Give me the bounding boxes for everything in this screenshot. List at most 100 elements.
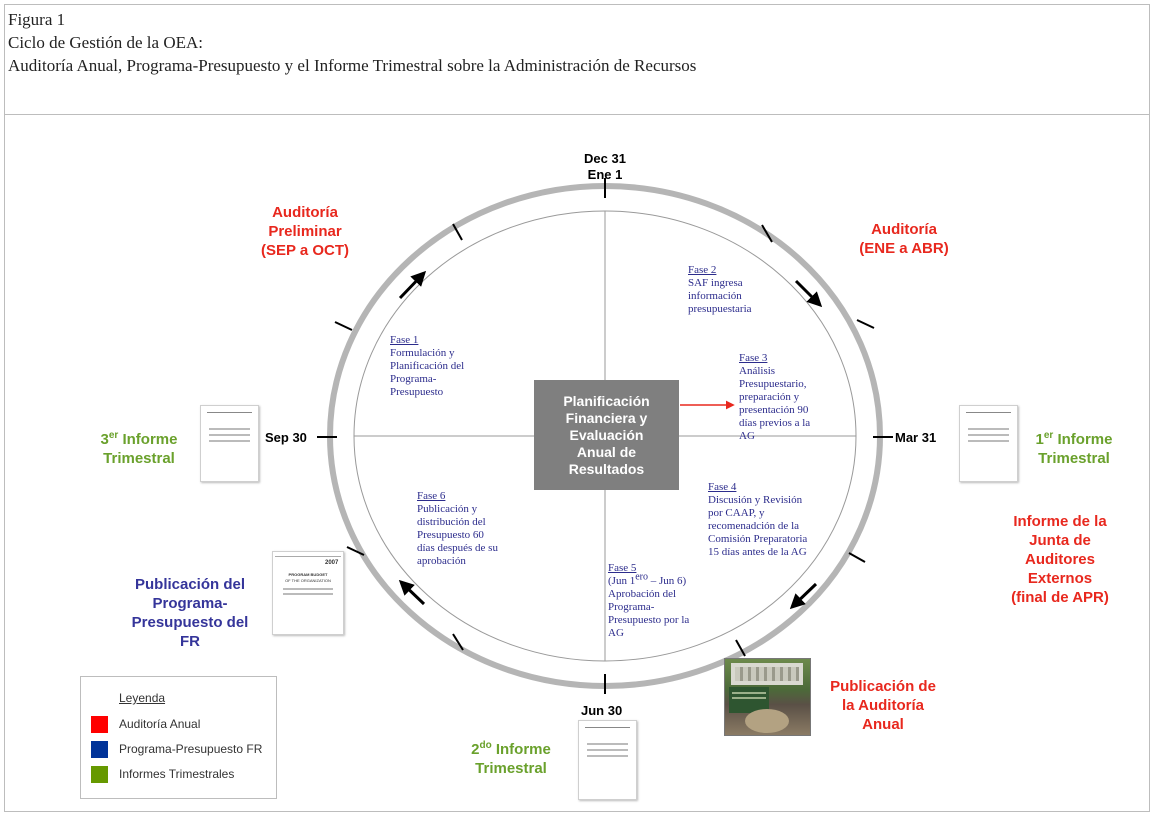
inf1-l1: Informe [1053,431,1113,448]
inf3-sup: er [108,430,119,441]
junta-l1: Informe de la [1013,513,1107,530]
inf1-num: 1 [1035,431,1044,448]
fase-5: Fase 5 (Jun 1ero – Jun 6) Aprobación del… [608,562,689,640]
fase-3-line: Análisis [739,365,776,377]
fase-4-line: Comisión Preparatoria [708,533,808,545]
pub-aud-l1: Publicación de [830,678,936,695]
fase-3-line: preparación y [739,391,800,403]
fase-4-line: 15 días antes de la AG [708,546,807,558]
fase-1-title: Fase 1 [390,334,419,346]
aud-prelim-l2: Preliminar [268,223,342,240]
inf2-sup: do [479,740,492,751]
aud-prelim-l1: Auditoría [272,204,338,221]
inf2-num: 2 [471,741,480,758]
fase-5-line: Aprobación del [608,588,677,600]
fase-1-line: Programa- [390,373,437,385]
fase-6-line: distribución del [417,516,486,528]
fase-5-title: Fase 5 [608,562,637,574]
legend-item: Informes Trimestrales [91,765,234,783]
junta-l5: (final de APR) [1011,589,1109,606]
date-top-line1: Dec 31 [584,151,626,166]
fase-5-line: AG [608,627,624,639]
center-line1: Planificación [563,392,650,409]
pub-aud-l3: Anual [862,716,904,733]
fase-5-line: Presupuesto por la [608,614,690,626]
junta-l2: Junta de [1029,532,1091,549]
pub-prog-l3: Presupuesto del [131,614,249,631]
fase-5-date-start: (Jun 1 [608,575,636,587]
fase-2-line: SAF ingresa [688,277,743,289]
label-informe-3: 3er Informe Trimestral [84,430,194,468]
fase-5-date-end: – Jun 6) [647,575,687,587]
figure-frame [4,4,1150,812]
center-line5: Resultados [568,460,645,477]
figure-title-line2: Auditoría Anual, Programa-Presupuesto y … [8,56,697,75]
audit-publication-cover [724,658,811,736]
fase-1-line: Formulación y [390,347,455,359]
label-informe-1: 1er Informe Trimestral [1024,430,1124,468]
aud-prelim-l3: (SEP a OCT) [260,242,350,259]
fase-3: Fase 3 Análisis Presupuestario, preparac… [739,352,810,443]
arrow-top-right [794,279,823,308]
date-jun30: Jun 30 [581,703,623,718]
label-auditoria-ene-abr: Auditoría (ENE a ABR) [849,220,959,258]
junta-l3: Auditores [1024,551,1095,568]
fase-3-line: días previos a la [739,417,811,429]
fase-3-title: Fase 3 [739,352,768,364]
fase-3-line: presentación 90 [739,404,809,416]
pub-aud-l2: la Auditoría [842,697,924,714]
label-auditoria-preliminar: Auditoría Preliminar (SEP a OCT) [245,203,365,260]
report-thumbnail-q2 [578,720,637,800]
arrow-bottom-left [398,579,426,606]
inf3-l1: Informe [118,431,178,448]
junta-l4: Externos [1027,570,1093,587]
inf1-sup: er [1043,430,1054,441]
legend-item: Auditoría Anual [91,715,200,733]
fase-4-line: por CAAP, y [708,507,765,519]
report-thumbnail-q3 [200,405,259,482]
fase-2-line: presupuestaria [688,303,752,315]
center-line2: Financiera y [565,409,648,426]
center-line3: Evaluación [569,426,644,443]
center-box: Planificación Financiera y Evaluación An… [534,380,679,490]
fase-3-line: AG [739,430,755,442]
fase-6-line: aprobación [417,555,466,567]
fase-1: Fase 1 Formulación y Planificación del P… [390,334,464,399]
fase-5-line: (Jun 1ero – Jun 6) [608,572,689,588]
arrow-bottom-right [789,582,818,610]
header-divider [4,114,1150,115]
legend-swatch-red [91,715,108,733]
fase-5-date-sup: ero [635,571,648,583]
inf1-l2: Trimestral [1038,450,1110,467]
fase-4-line: recomenadción de la [708,520,800,532]
aud-ene-l2: (ENE a ABR) [859,240,949,257]
label-publicacion-programa: Publicación del Programa- Presupuesto de… [120,575,260,651]
pub-prog-l2: Programa- [152,595,228,612]
inf3-l2: Trimestral [103,450,175,467]
label-junta-auditores: Informe de la Junta de Auditores Externo… [1000,512,1120,607]
fase-1-line: Presupuesto [390,386,444,398]
budget-thumb-heading2: OF THE ORGANIZATION [285,578,331,583]
budget-thumb-year: 2007 [325,560,339,566]
report-thumbnail-q1 [959,405,1018,482]
fase-6-title: Fase 6 [417,490,446,502]
label-publicacion-auditoria: Publicación de la Auditoría Anual [818,677,948,734]
legend-label: Auditoría Anual [119,717,201,731]
label-informe-2: 2do Informe Trimestral [456,740,566,778]
fase-6-line: días después de su [417,542,498,554]
fase-4: Fase 4 Discusión y Revisión por CAAP, y … [708,481,807,559]
center-line4: Anual de [576,443,637,460]
legend-item: Programa-Presupuesto FR [91,740,262,758]
fase-6-line: Presupuesto 60 [417,529,484,541]
legend-label: Programa-Presupuesto FR [119,742,263,756]
legend-swatch-green [91,765,108,783]
pub-prog-l4: FR [180,633,200,650]
date-dec-ene: Dec 31 Ene 1 [578,151,632,183]
legend-label: Informes Trimestrales [119,767,235,781]
fase-4-line: Discusión y Revisión [708,494,803,506]
fase-1-line: Planificación del [390,360,465,372]
fase-4-title: Fase 4 [708,481,737,493]
budget-thumb-heading: PROGRAM BUDGET [288,572,328,577]
date-top-line2: Ene 1 [587,167,623,182]
